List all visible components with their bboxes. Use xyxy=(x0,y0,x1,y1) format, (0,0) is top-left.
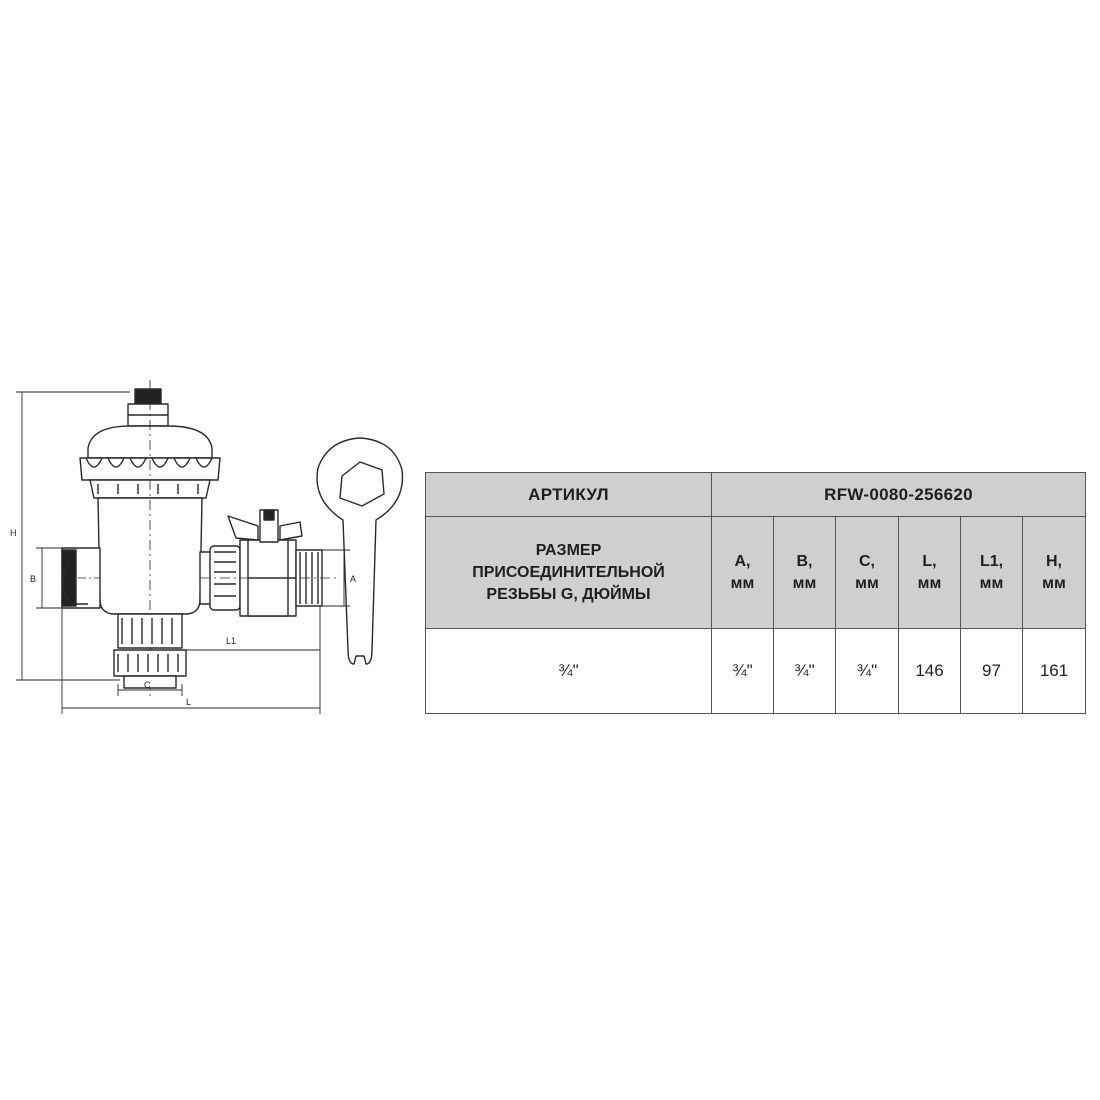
wrench-key xyxy=(316,437,404,665)
cell-c: ¾" xyxy=(835,628,899,714)
col-header-l1: L1, мм xyxy=(960,516,1023,629)
cell-h: 161 xyxy=(1021,628,1087,714)
cell-l: 146 xyxy=(898,628,961,714)
col-header-l: L, мм xyxy=(898,516,961,629)
col-header-h: H, мм xyxy=(1021,516,1087,629)
size-label: РАЗМЕР ПРИСОЕДИНИТЕЛЬНОЙ РЕЗЬБЫ G, ДЮЙМЫ xyxy=(425,516,712,629)
col-header-c: C, мм xyxy=(835,516,899,629)
cell-l1: 97 xyxy=(960,628,1023,714)
article-value: RFW-0080-256620 xyxy=(710,472,1087,517)
dim-label-h: H xyxy=(10,528,17,538)
ball-valve xyxy=(199,509,340,617)
dim-label-b: B xyxy=(30,574,36,584)
table-row: ¾" ¾" ¾" ¾" 146 97 161 xyxy=(425,628,1087,714)
left-port xyxy=(61,547,101,609)
bottom-fitting xyxy=(113,613,187,689)
cell-b: ¾" xyxy=(773,628,836,714)
cell-size: ¾" xyxy=(425,628,712,714)
spec-table: АРТИКУЛ RFW-0080-256620 РАЗМЕР ПРИСОЕДИН… xyxy=(425,472,1087,714)
dim-label-a: A xyxy=(350,574,356,584)
cell-a: ¾" xyxy=(711,628,774,714)
vent-cap xyxy=(127,388,169,427)
dimension-lines xyxy=(16,391,350,714)
col-header-b: B, мм xyxy=(773,516,836,629)
dim-label-l: L xyxy=(186,697,191,707)
col-header-a: A, мм xyxy=(711,516,774,629)
dim-label-c: C xyxy=(144,680,151,690)
article-label: АРТИКУЛ xyxy=(425,472,712,517)
dim-label-l1: L1 xyxy=(226,636,236,646)
